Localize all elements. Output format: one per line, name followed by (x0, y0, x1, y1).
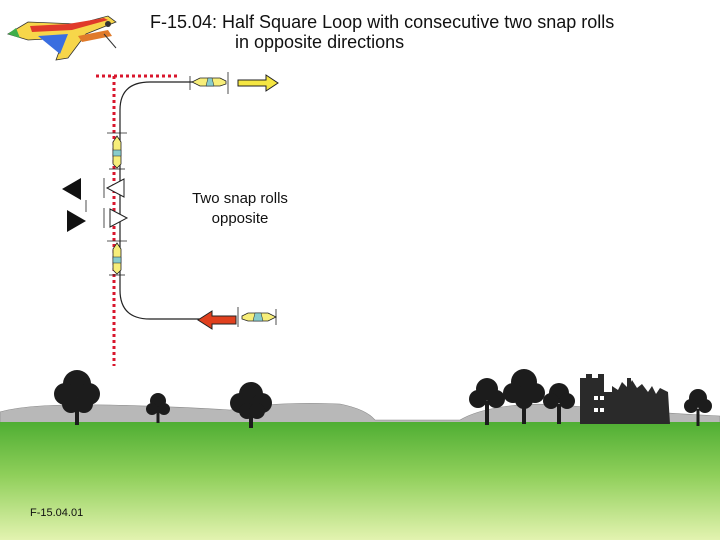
snap-roll-direction-markers (62, 178, 86, 232)
figure-code: F-15.04.01 (30, 507, 83, 519)
aircraft-entry (238, 307, 276, 327)
aircraft-vertical-upper (107, 133, 127, 169)
grass-field (0, 422, 720, 540)
title-line-2: in opposite directions (140, 32, 715, 52)
snap-roll-symbol-2 (110, 209, 127, 227)
snap-direction-right (67, 210, 86, 232)
annotation-line-1: Two snap rolls (175, 189, 305, 209)
reference-line (96, 76, 180, 366)
aircraft-vertical-lower (107, 241, 127, 275)
aircraft-exit (190, 72, 228, 94)
exit-direction-arrow (238, 75, 278, 91)
snap-roll-annotation: Two snap rolls opposite (175, 189, 305, 229)
title-line-1: F-15.04: Half Square Loop with consecuti… (140, 12, 715, 32)
annotation-line-2: opposite (175, 209, 305, 229)
snap-roll-symbol-1 (107, 179, 124, 197)
page-title: F-15.04: Half Square Loop with consecuti… (140, 12, 715, 52)
model-aircraft-logo (8, 16, 116, 60)
entry-direction-arrow (198, 311, 236, 329)
snap-direction-left (62, 178, 81, 200)
castle-ruin (580, 374, 670, 424)
